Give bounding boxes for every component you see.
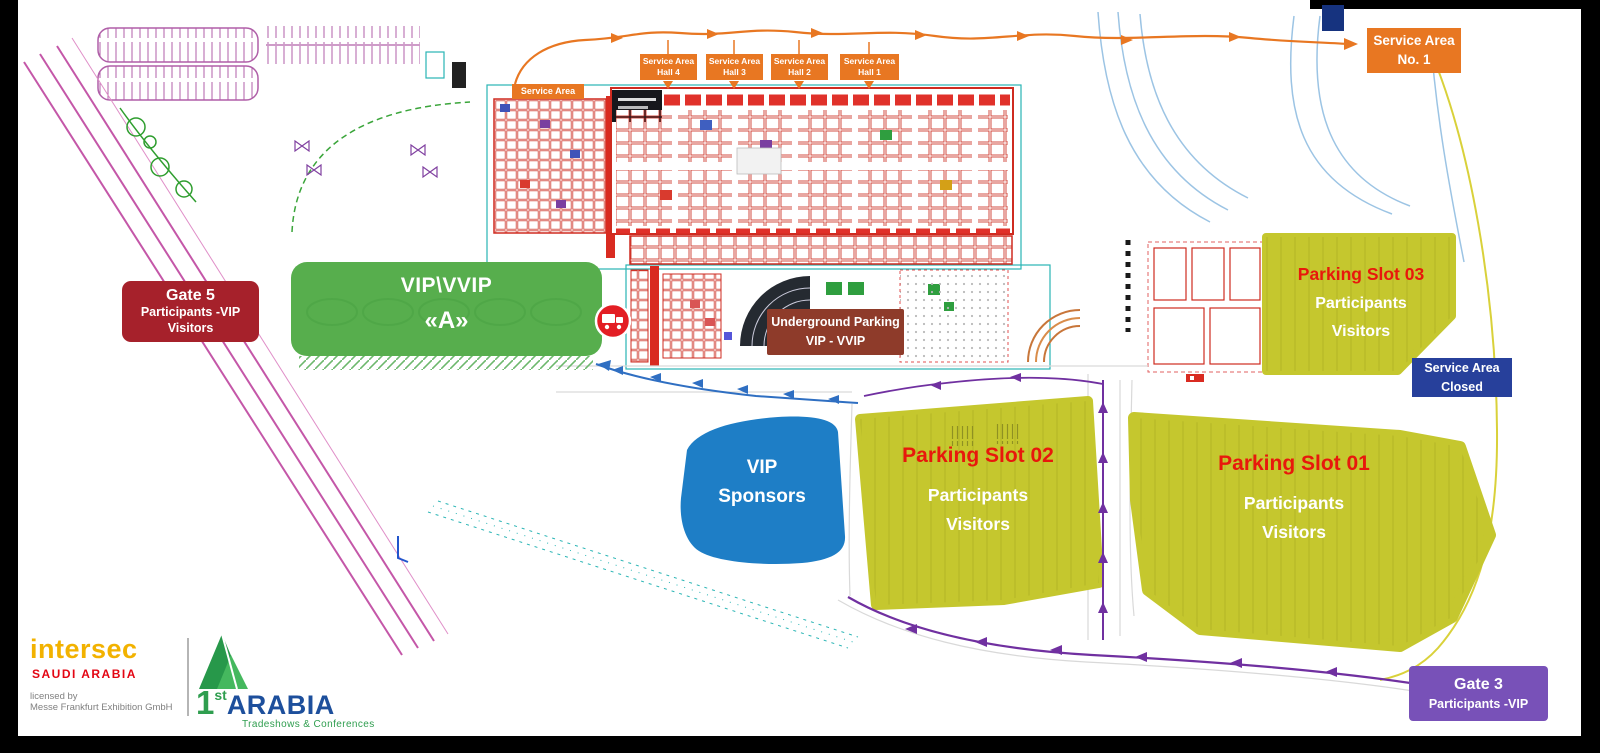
small-sign [1186, 374, 1204, 382]
exhibition-hall-plan [493, 87, 1014, 265]
partner-tagline: Tradeshows & Conferences [242, 719, 375, 730]
service-area-west-label: Service Area [512, 84, 584, 99]
label-line: Service Area [708, 56, 761, 67]
slot01-line2: Visitors [1262, 522, 1326, 542]
service-area-closed-badge: Service Area Closed [1412, 358, 1512, 397]
gate5-badge: Gate 5 Participants -VIP Visitors [122, 281, 259, 342]
loading-truck-icon [594, 302, 632, 340]
blue-vip-route [595, 360, 859, 404]
partner-number: 1 [196, 684, 215, 721]
blue-mark [397, 536, 409, 563]
label-line: Service Area [642, 56, 695, 67]
slot01-title: Parking Slot 01 [1218, 452, 1370, 475]
label-line: Service Area [773, 56, 826, 67]
footer-divider [187, 638, 189, 716]
underground-line2: VIP - VVIP [805, 334, 866, 348]
label-line: Hall 4 [657, 67, 680, 77]
gate3-title: Gate 3 [1454, 675, 1503, 693]
label-line: No. 1 [1397, 51, 1431, 67]
first-arabia-wordmark: 1stARABIA [196, 684, 335, 722]
intersec-region-label: SAUDI ARABIA [32, 667, 137, 681]
licensed-by-label: licensed by [30, 691, 78, 702]
label-line: Hall 3 [723, 67, 746, 77]
vip-sponsors-line2: Sponsors [718, 486, 806, 508]
partner-name: ARABIA [226, 690, 335, 720]
parking-slot03-label: Parking Slot 03 Participants Visitors [1270, 264, 1452, 341]
vip-vvip-line2: «A» [424, 307, 469, 334]
slot03-line2: Visitors [1331, 323, 1391, 340]
parking-slot-02-shape [855, 396, 1104, 610]
staging-area [291, 101, 471, 233]
service-area-no1-label: Service Area No. 1 [1367, 28, 1461, 73]
parking-slot01-label: Parking Slot 01 Participants Visitors [1168, 452, 1420, 543]
gate3-badge: Gate 3 Participants -VIP [1409, 666, 1548, 721]
slot01-line1: Participants [1243, 493, 1345, 513]
slot02-title: Parking Slot 02 [902, 444, 1054, 467]
underground-parking-badge: Underground Parking VIP - VVIP [767, 309, 904, 355]
slot03-title: Parking Slot 03 [1297, 264, 1425, 284]
northwest-parking-structure [97, 26, 466, 101]
partner-ordinal: st [214, 687, 227, 703]
vip-vvip-line1: VIP\VVIP [400, 274, 493, 297]
closed-line1: Service Area [1424, 361, 1500, 376]
outdoor-plaza-plan [630, 266, 1081, 366]
underground-line1: Underground Parking [771, 315, 900, 330]
licensee-label: Messe Frankfurt Exhibition GmbH [30, 702, 173, 713]
diagonal-roads [23, 37, 449, 656]
first-arabia-logo-mark [199, 633, 248, 690]
vip-vvip-zone-label: VIP\VVIP «A» [291, 274, 602, 335]
slot02-line1: Participants [927, 485, 1029, 505]
service-area-hall1-label: Service Area Hall 1 [840, 54, 899, 80]
gate5-line2: Visitors [167, 321, 214, 336]
southwest-dashed-strip [427, 500, 859, 649]
vip-vvip-zone-shape [291, 262, 602, 370]
orange-service-route [513, 28, 1358, 89]
label-line: Hall 1 [858, 67, 881, 77]
vip-sponsors-shape [680, 416, 846, 564]
gate3-line1: Participants -VIP [1428, 696, 1529, 711]
parking-slot-03-shape [1262, 233, 1456, 375]
label-line: Service Area [843, 56, 896, 67]
label-line: Hall 2 [788, 67, 811, 77]
vip-sponsors-label: VIP Sponsors [687, 453, 837, 512]
service-area-hall2-label: Service Area Hall 2 [771, 54, 828, 80]
service-area-hall4-label: Service Area Hall 4 [640, 54, 697, 80]
interchange-symbols [119, 107, 197, 203]
intersec-logo: intersec [30, 634, 138, 664]
parking-slot-01-shape [1128, 412, 1496, 652]
service-area-hall3-label: Service Area Hall 3 [706, 54, 763, 80]
east-service-blocks [1147, 241, 1267, 373]
slot03-line1: Participants [1315, 295, 1407, 312]
boundary-road [1379, 35, 1499, 681]
vip-sponsors-line1: VIP [746, 457, 778, 478]
parking-slot02-label: Parking Slot 02 Participants Visitors [862, 444, 1094, 535]
gate5-line1: Participants -VIP [140, 305, 241, 320]
slot02-line2: Visitors [946, 514, 1010, 534]
label-line: Service Area [1373, 33, 1455, 49]
closed-line2: Closed [1441, 379, 1483, 394]
gate5-title: Gate 5 [166, 287, 215, 305]
